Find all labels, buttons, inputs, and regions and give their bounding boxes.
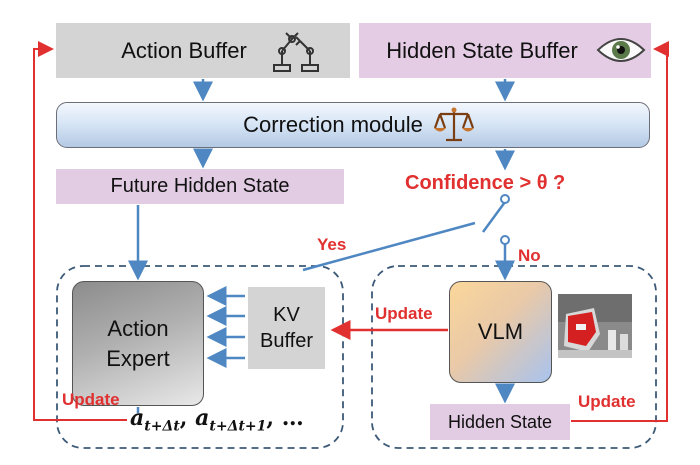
correction-module-box: Correction module	[56, 102, 650, 148]
switch-lever	[481, 201, 507, 233]
action-sequence: at+Δt, at+Δt+1, …	[130, 405, 304, 434]
vlm-box: VLM	[449, 281, 552, 383]
yes-branch-label: Yes	[317, 235, 347, 254]
hidden-state-buffer-label: Hidden State Buffer	[386, 37, 578, 63]
action-expert-box: Action Expert	[72, 281, 204, 406]
arrow-update-action-buffer	[33, 41, 127, 421]
no-branch-label: No	[518, 246, 541, 265]
switch-bottom-contact	[500, 235, 510, 245]
update-kv-label: Update	[375, 304, 433, 323]
kv-buffer-box: KV Buffer	[248, 287, 325, 369]
hidden-state-box: Hidden State	[430, 404, 570, 440]
eye-icon	[596, 38, 646, 62]
update-action-label: Update	[62, 390, 120, 409]
vlm-label: VLM	[477, 319, 524, 344]
action-expert-line1: Action	[107, 315, 169, 341]
robot-arm-icon	[273, 32, 319, 72]
action-subscript-1: t+Δt	[144, 418, 180, 435]
scales-icon	[433, 107, 475, 142]
hidden-state-label: Hidden State	[447, 411, 553, 432]
future-hidden-state-box: Future Hidden State	[56, 169, 344, 204]
action-separator-1: ,	[179, 405, 188, 431]
action-expert-line2: Expert	[106, 345, 170, 371]
switch-top-contact	[500, 194, 510, 204]
action-symbol-1: a	[130, 405, 145, 431]
arrow-update-hidden-buffer	[571, 41, 669, 422]
future-hidden-state-label: Future Hidden State	[110, 175, 290, 197]
action-buffer-label: Action Buffer	[121, 37, 247, 63]
action-subscript-2: t+Δt+1	[209, 418, 267, 435]
action-separator-2: ,	[266, 405, 275, 431]
robot-scene-photo	[558, 294, 632, 358]
confidence-condition: Confidence > θ ?	[405, 172, 566, 194]
kv-buffer-line1: KV	[273, 304, 300, 326]
kv-buffer-line2: Buffer	[260, 330, 313, 352]
action-symbol-2: a	[195, 405, 210, 431]
arrow-yes-branch	[302, 221, 476, 272]
action-expert-group	[56, 265, 344, 449]
action-ellipsis: …	[281, 405, 304, 431]
vlm-group	[371, 265, 657, 449]
update-hidden-label: Update	[578, 392, 636, 411]
correction-module-label: Correction module	[243, 112, 423, 137]
